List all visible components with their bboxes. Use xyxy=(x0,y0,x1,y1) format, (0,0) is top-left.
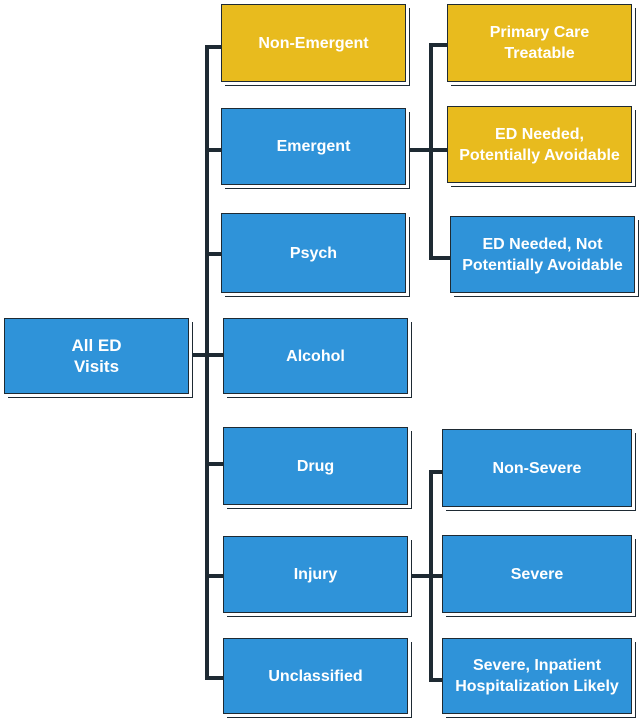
node-label: Non-Severe xyxy=(492,459,582,477)
node-label: ED Needed, Potentially Avoidable xyxy=(459,125,620,164)
node-primary-care-treatable: Primary Care Treatable xyxy=(447,4,632,82)
node-non-emergent: Non-Emergent xyxy=(221,4,406,82)
node-non-severe: Non-Severe xyxy=(442,429,632,507)
node-ed-needed-potentially-avoidable: ED Needed, Potentially Avoidable xyxy=(447,106,632,183)
node-label: Drug xyxy=(296,457,335,475)
node-label: Primary Care Treatable xyxy=(489,24,590,62)
node-label: ED Needed, Not Potentially Avoidable xyxy=(462,235,623,274)
node-severe-inpatient-hospitalization-likely: Severe, Inpatient Hospitalization Likely xyxy=(442,638,632,714)
node-label: Severe, Inpatient Hospitalization Likely xyxy=(455,657,619,695)
node-all-ed-visits: All ED Visits xyxy=(4,318,189,394)
node-psych: Psych xyxy=(221,213,406,293)
node-alcohol: Alcohol xyxy=(223,318,408,394)
node-drug: Drug xyxy=(223,427,408,505)
node-label: Severe xyxy=(510,565,564,583)
node-severe: Severe xyxy=(442,535,632,613)
node-label: All ED Visits xyxy=(71,336,122,376)
node-label: Non-Emergent xyxy=(258,34,369,52)
node-ed-needed-not-potentially-avoidable: ED Needed, Not Potentially Avoidable xyxy=(450,216,635,293)
node-injury: Injury xyxy=(223,536,408,613)
node-label: Psych xyxy=(289,244,338,262)
node-unclassified: Unclassified xyxy=(223,638,408,714)
node-label: Alcohol xyxy=(286,347,345,365)
node-emergent: Emergent xyxy=(221,108,406,185)
node-label: Unclassified xyxy=(268,667,363,685)
node-label: Injury xyxy=(293,566,338,583)
node-label: Emergent xyxy=(276,138,351,155)
